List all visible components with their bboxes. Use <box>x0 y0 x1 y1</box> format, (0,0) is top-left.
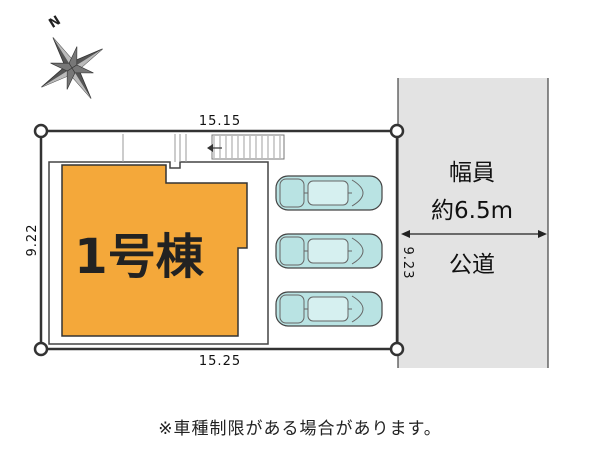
lot-boundary <box>33 123 405 357</box>
dimension-bottom: 15.25 <box>199 354 241 369</box>
arrow-head-left <box>401 230 410 238</box>
road-width-label-line1: 幅員 <box>449 160 495 186</box>
compass-rose-icon <box>41 37 103 99</box>
arrow-head-right <box>538 230 547 238</box>
road-width-label-line2: 約6.5m <box>431 198 513 224</box>
corner-marker-top-right <box>389 123 405 139</box>
parking-area <box>275 175 383 327</box>
dimension-top: 15.15 <box>199 114 241 129</box>
road-area <box>398 78 548 368</box>
parked-car-icon <box>275 291 383 327</box>
dimension-left: 9.22 <box>25 224 40 257</box>
compass-north-label: N <box>46 13 63 31</box>
parked-car-icon <box>275 233 383 269</box>
entrance-stairs <box>122 134 285 162</box>
corner-marker-bottom-left <box>33 341 49 357</box>
dimension-right: 9.23 <box>400 247 415 280</box>
building-footprint <box>61 164 248 337</box>
stair-frame <box>211 134 285 160</box>
stair-steps <box>213 136 281 158</box>
building-1: 1号棟 <box>61 164 248 337</box>
public-road: 幅員 約6.5m 公道 <box>397 78 549 368</box>
corner-marker-bottom-right <box>389 341 405 357</box>
building-label: 1号棟 <box>74 229 204 285</box>
stair-arrow-head <box>207 144 213 152</box>
road-type-label: 公道 <box>449 252 495 278</box>
vehicle-restriction-note: ※車種制限がある場合があります。 <box>158 419 442 439</box>
corner-marker-top-left <box>33 123 49 139</box>
parked-car-icon <box>275 175 383 211</box>
